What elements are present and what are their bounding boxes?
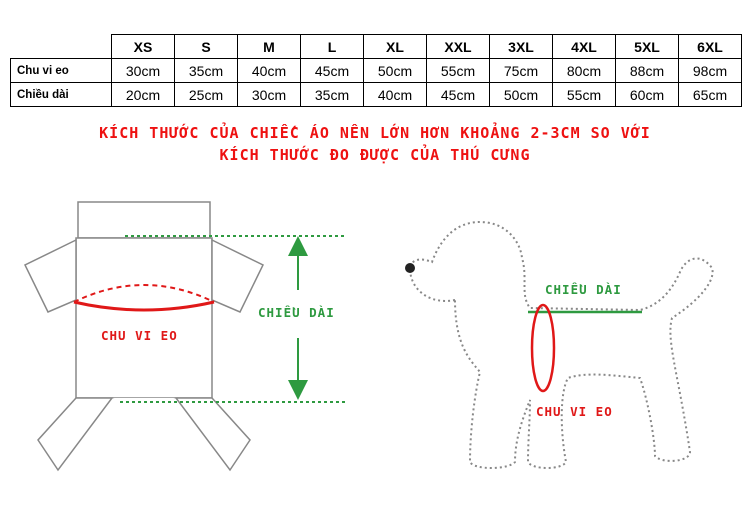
- size-header: 3XL: [489, 34, 553, 59]
- shirt-body: [75, 237, 213, 399]
- dog-length-label: CHIỀU DÀI: [545, 282, 622, 297]
- table-cell: 35cm: [174, 58, 238, 83]
- table-cell: 30cm: [237, 82, 301, 107]
- table-row-length: Chiều dài 20cm 25cm 30cm 35cm 40cm 45cm …: [10, 82, 742, 107]
- row-label-waist: Chu vi eo: [10, 58, 112, 83]
- sizing-note-line-1: KÍCH THƯỚC CỦA CHIẾC ÁO NÊN LỚN HƠN KHOẢ…: [99, 124, 651, 142]
- size-chart-table: XS S M L XL XXL 3XL 4XL 5XL 6XL Chu vi e…: [10, 34, 742, 107]
- dog-nose-icon: [405, 263, 415, 273]
- shirt-left-sleeve: [23, 238, 77, 313]
- table-cell: 60cm: [615, 82, 679, 107]
- shirt-right-sleeve: [211, 238, 265, 313]
- shirt-left-leg: [37, 397, 114, 472]
- table-cell: 75cm: [489, 58, 553, 83]
- shirt-length-label: CHIỀU DÀI: [258, 305, 335, 320]
- shirt-collar: [77, 201, 211, 239]
- size-header: XS: [111, 34, 175, 59]
- table-cell: 55cm: [426, 58, 490, 83]
- table-cell: 98cm: [678, 58, 742, 83]
- table-cell: 35cm: [300, 82, 364, 107]
- shirt-waist-label: CHU VI EO: [101, 328, 178, 343]
- shirt-right-leg: [174, 397, 251, 472]
- dog-outline: [408, 220, 714, 469]
- table-cell: 45cm: [426, 82, 490, 107]
- table-row-waist: Chu vi eo 30cm 35cm 40cm 45cm 50cm 55cm …: [10, 58, 742, 83]
- size-header: XXL: [426, 34, 490, 59]
- dog-waist-ellipse: [530, 303, 556, 393]
- row-label-length: Chiều dài: [10, 82, 112, 107]
- shirt-crotch: [112, 398, 176, 410]
- table-cell: 80cm: [552, 58, 616, 83]
- table-cell: 50cm: [363, 58, 427, 83]
- table-cell: 45cm: [300, 58, 364, 83]
- size-header: 6XL: [678, 34, 742, 59]
- sizing-note-line-2: KÍCH THƯỚC ĐO ĐƯỢC CỦA THÚ CƯNG: [219, 146, 531, 164]
- shirt-illustration: [23, 201, 265, 472]
- shirt-waist-ellipse-back: [73, 284, 215, 303]
- table-cell: 55cm: [552, 82, 616, 107]
- table-cell: 20cm: [111, 82, 175, 107]
- table-cell: 50cm: [489, 82, 553, 107]
- size-header: S: [174, 34, 238, 59]
- table-cell: 30cm: [111, 58, 175, 83]
- table-cell: 65cm: [678, 82, 742, 107]
- table-cell: 25cm: [174, 82, 238, 107]
- size-header: XL: [363, 34, 427, 59]
- shirt-waist-ellipse: [73, 300, 215, 312]
- dog-waist-label: CHU VI EO: [536, 404, 613, 419]
- dog-illustration: [408, 220, 714, 469]
